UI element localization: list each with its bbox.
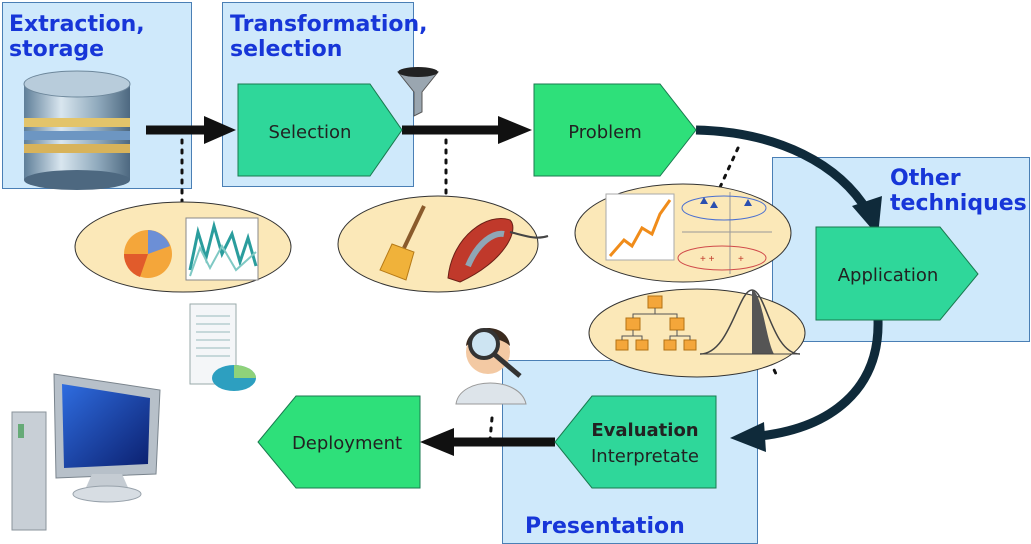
interpretate-label: Interpretate [591, 446, 699, 467]
line-chart-icon [185, 217, 259, 281]
panel-title-line: Other [890, 166, 961, 191]
funnel-icon [396, 67, 440, 117]
arrow-evaluation-to-deployment [420, 428, 555, 456]
cleaning-ellipse [337, 195, 549, 293]
tree-icon [615, 295, 697, 351]
database-icon [23, 70, 131, 190]
panel-title-extraction: Extraction, storage [9, 12, 145, 62]
arrow-selection-to-problem [402, 116, 532, 144]
selection-step: Selection [237, 83, 403, 177]
selection-label: Selection [269, 122, 352, 143]
panel-title-other: Other techniques [890, 166, 1027, 216]
model-ellipse [588, 288, 806, 378]
deployment-step: Deployment [257, 395, 421, 489]
panel-title-line: Transformation, [230, 12, 428, 37]
cluster-plot-icon: + + + [677, 192, 772, 274]
report-icon [189, 303, 256, 391]
svg-text:+ +: + + [700, 254, 715, 265]
evaluation-step: Evaluation Interpretate [554, 395, 717, 489]
application-step: Application [815, 226, 979, 321]
evaluation-label: Evaluation [591, 420, 698, 441]
arrow-application-to-evaluation [730, 319, 883, 452]
arrow-db-to-selection [146, 116, 236, 144]
analysis-ellipse: + + + [574, 183, 792, 283]
distribution-icon [699, 289, 801, 355]
application-label: Application [838, 265, 939, 286]
deployment-label: Deployment [292, 433, 402, 454]
panel-title-presentation: Presentation [525, 514, 685, 539]
arrow-problem-to-application [695, 125, 882, 236]
computer-icon [11, 373, 161, 531]
panel-title-line: selection [230, 37, 343, 62]
panel-title-line: storage [9, 37, 105, 62]
trend-chart-icon [605, 193, 675, 261]
svg-text:+: + [738, 254, 744, 265]
problem-step: Problem [533, 83, 697, 177]
iron-icon [447, 218, 549, 283]
charts-ellipse [74, 201, 292, 293]
panel-title-transformation: Transformation, selection [230, 12, 428, 62]
panel-title-line: techniques [890, 191, 1027, 216]
panel-title-line: Extraction, [9, 12, 145, 37]
pie-chart-icon [123, 230, 172, 278]
broom-icon [379, 205, 426, 281]
analyst-icon [455, 328, 527, 405]
problem-label: Problem [568, 122, 642, 143]
